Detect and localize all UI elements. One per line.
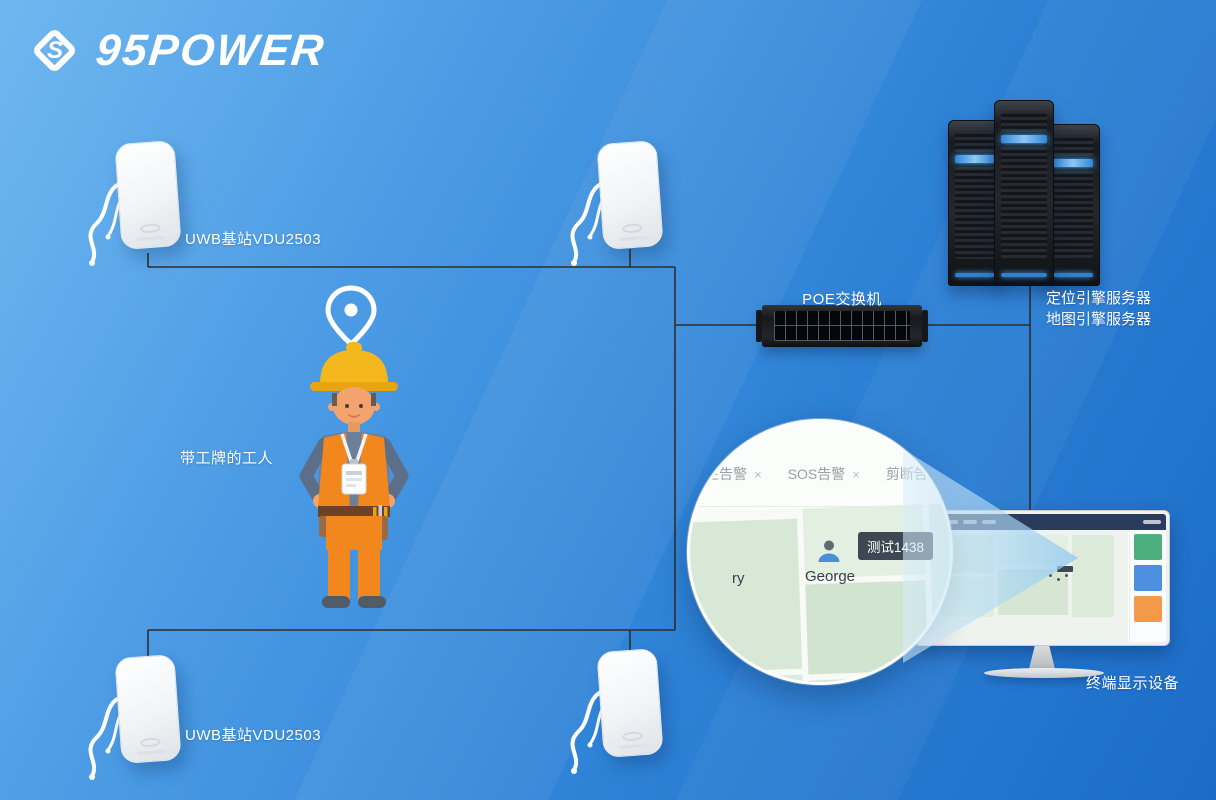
dashboard-clock: [1143, 520, 1161, 524]
poe-switch: [756, 305, 928, 347]
server-led-strip: [1001, 135, 1047, 143]
dashboard-menu-item: [982, 520, 996, 524]
server-labels: 定位引擎服务器 地图引擎服务器: [1046, 288, 1151, 330]
stat-card-green: [1134, 534, 1162, 560]
person-icon: [818, 540, 840, 562]
map-person-marker: [1065, 574, 1068, 577]
monitor-frame: [914, 510, 1170, 646]
station-slot: [140, 737, 161, 748]
dashboard-screen: [918, 514, 1166, 642]
server-label-line1: 定位引擎服务器: [1046, 290, 1152, 307]
station-slot: [622, 223, 643, 234]
brand-logo-icon: S: [26, 22, 84, 80]
uwb-station-bottom-mid: [570, 648, 664, 774]
server-led-strip: [955, 155, 995, 163]
stat-card-orange: [1134, 596, 1162, 622]
map-person-marker: [1049, 574, 1052, 577]
tab-close-icon: ×: [852, 466, 860, 482]
dashboard-menu-item: [963, 520, 977, 524]
map-block: [998, 535, 1068, 565]
poe-label: POE交换机: [802, 291, 882, 308]
alarm-tab-label: SOS告警: [787, 466, 846, 482]
server-led-strip-bottom: [955, 273, 995, 277]
map-tag-marker: [1057, 566, 1073, 572]
station-port-line: [136, 235, 166, 241]
station-device-body: [596, 648, 664, 758]
server-vents: [1053, 135, 1093, 259]
tab-divider: [690, 506, 950, 507]
alarm-tab-bar: 围栏告警 × SOS告警 × 剪断告警: [690, 464, 950, 484]
dashboard-map: [939, 530, 1128, 642]
tab-close-icon: ×: [754, 466, 762, 482]
server-label-line2: 地图引擎服务器: [1046, 311, 1152, 328]
station-label-top: UWB基站VDU2503: [185, 231, 322, 248]
alarm-tab-label: 剪断告警: [885, 466, 942, 482]
partial-person-name: ry: [732, 570, 745, 587]
server-tower-right: [1046, 124, 1100, 286]
station-port-line: [618, 235, 648, 241]
poe-ports: [774, 311, 910, 341]
station-slot: [622, 731, 643, 742]
station-port-line: [136, 749, 166, 755]
monitor-base: [984, 668, 1104, 678]
station-device-body: [114, 140, 182, 250]
worker-label: 带工牌的工人: [180, 450, 274, 467]
server-tower-middle: [994, 100, 1054, 286]
map-block: [805, 580, 929, 675]
station-device-body: [596, 140, 664, 250]
server-led-strip-bottom: [1001, 273, 1047, 277]
brand-logo-text: 95POWER: [93, 26, 328, 75]
magnifier-circle: 围栏告警 × SOS告警 × 剪断告警 George 测试1: [687, 419, 953, 685]
logo-s-glyph: S: [46, 37, 63, 64]
monitor-label: 终端显示设备: [1086, 675, 1180, 692]
brand-logo: S 95POWER: [26, 22, 328, 80]
uwb-station-top-mid: [570, 140, 664, 266]
alarm-tab-label: 围栏告警: [691, 466, 748, 482]
server-vents: [955, 131, 995, 259]
server-vents: [1001, 111, 1047, 259]
map-block: [928, 501, 950, 671]
map-person-marker: [1057, 578, 1060, 581]
station-port-line: [618, 743, 648, 749]
alarm-tab-sos: SOS告警 ×: [788, 464, 860, 484]
dashboard-header: [918, 514, 1166, 530]
server-rack: [948, 98, 1100, 286]
monitor-stand: [1029, 646, 1055, 669]
server-led-strip: [1053, 159, 1093, 167]
worker-illustration: [299, 342, 409, 608]
uwb-station-bottom-left: [88, 654, 182, 780]
tag-label: 测试1438: [858, 532, 934, 560]
zoomed-map: [690, 501, 950, 682]
dashboard-stat-panel: [1129, 530, 1166, 642]
station-slot: [140, 223, 161, 234]
station-device-body: [114, 654, 182, 764]
map-block: [1072, 535, 1114, 617]
stat-card-blue: [1134, 565, 1162, 591]
map-block: [690, 518, 803, 674]
alarm-tab-cut: 剪断告警: [886, 464, 949, 484]
station-label-bottom: UWB基站VDU2503: [185, 727, 322, 744]
uwb-station-top-left: [88, 140, 182, 266]
alarm-tab-fence: 围栏告警 ×: [691, 464, 762, 484]
map-block: [998, 569, 1068, 615]
server-led-strip-bottom: [1053, 273, 1093, 277]
person-name: George: [804, 568, 856, 585]
